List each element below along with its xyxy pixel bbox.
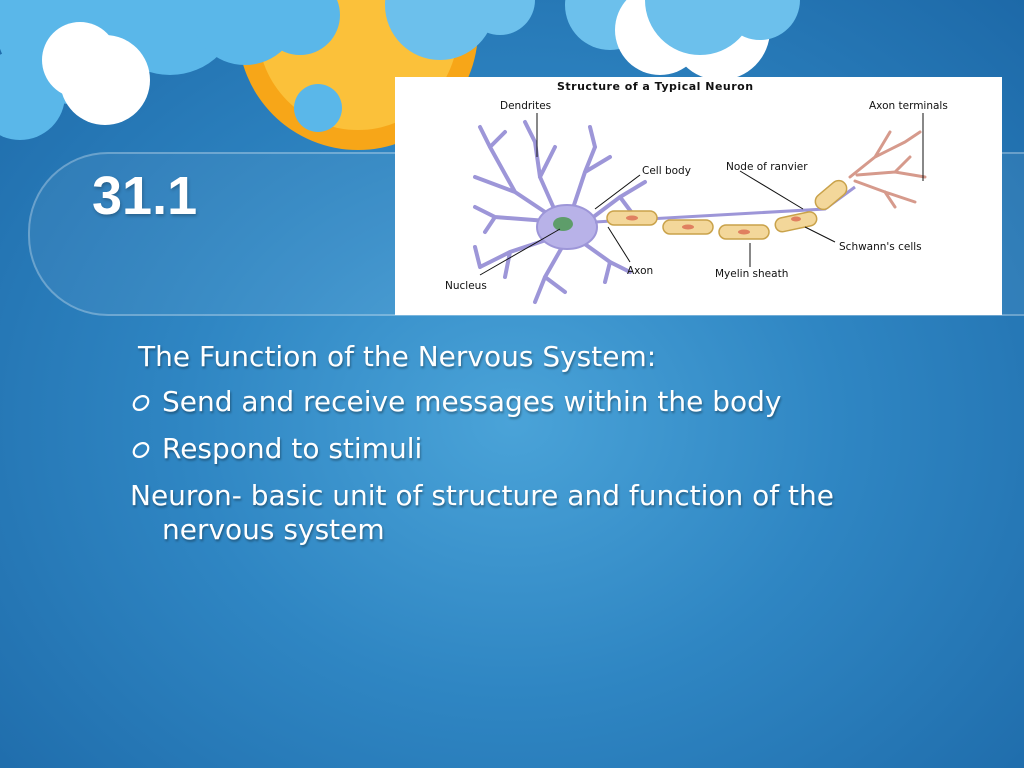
neuron-definition: Neuron- basic unit of structure and func… [130,479,834,546]
label-schwanns-cells: Schwann's cells [839,241,922,253]
figure-title: Structure of a Typical Neuron [557,80,754,93]
cloud-decoration [0,0,800,140]
label-axon-terminals: Axon terminals [869,100,948,112]
axon-terminals-shape [848,130,927,209]
bullet-item: Send and receive messages within the bod… [130,385,930,418]
bullet-text: Respond to stimuli [162,432,423,465]
oval-bullet-icon [132,442,150,458]
oval-bullet-icon [132,395,150,411]
neuron-diagram: Structure of a Typical Neuron [395,77,1002,315]
bullet-item: Respond to stimuli [130,432,930,465]
label-node-of-ranvier: Node of ranvier [726,161,808,173]
dendrites-shape [473,120,647,304]
header-decoration [0,0,800,150]
label-nucleus: Nucleus [445,280,487,292]
label-cell-body: Cell body [642,165,691,177]
section-heading: The Function of the Nervous System: [138,340,657,373]
leader-lines [479,113,924,276]
neuron-illustration: Structure of a Typical Neuron [445,80,948,304]
label-myelin-sheath: Myelin sheath [715,268,788,280]
slide-title: 31.1 [92,166,198,226]
slide-body: The Function of the Nervous System: Send… [130,340,930,546]
bullet-text: Send and receive messages within the bod… [162,385,782,418]
label-axon: Axon [627,265,653,277]
label-dendrites: Dendrites [500,100,551,112]
nucleus-shape [553,217,573,231]
